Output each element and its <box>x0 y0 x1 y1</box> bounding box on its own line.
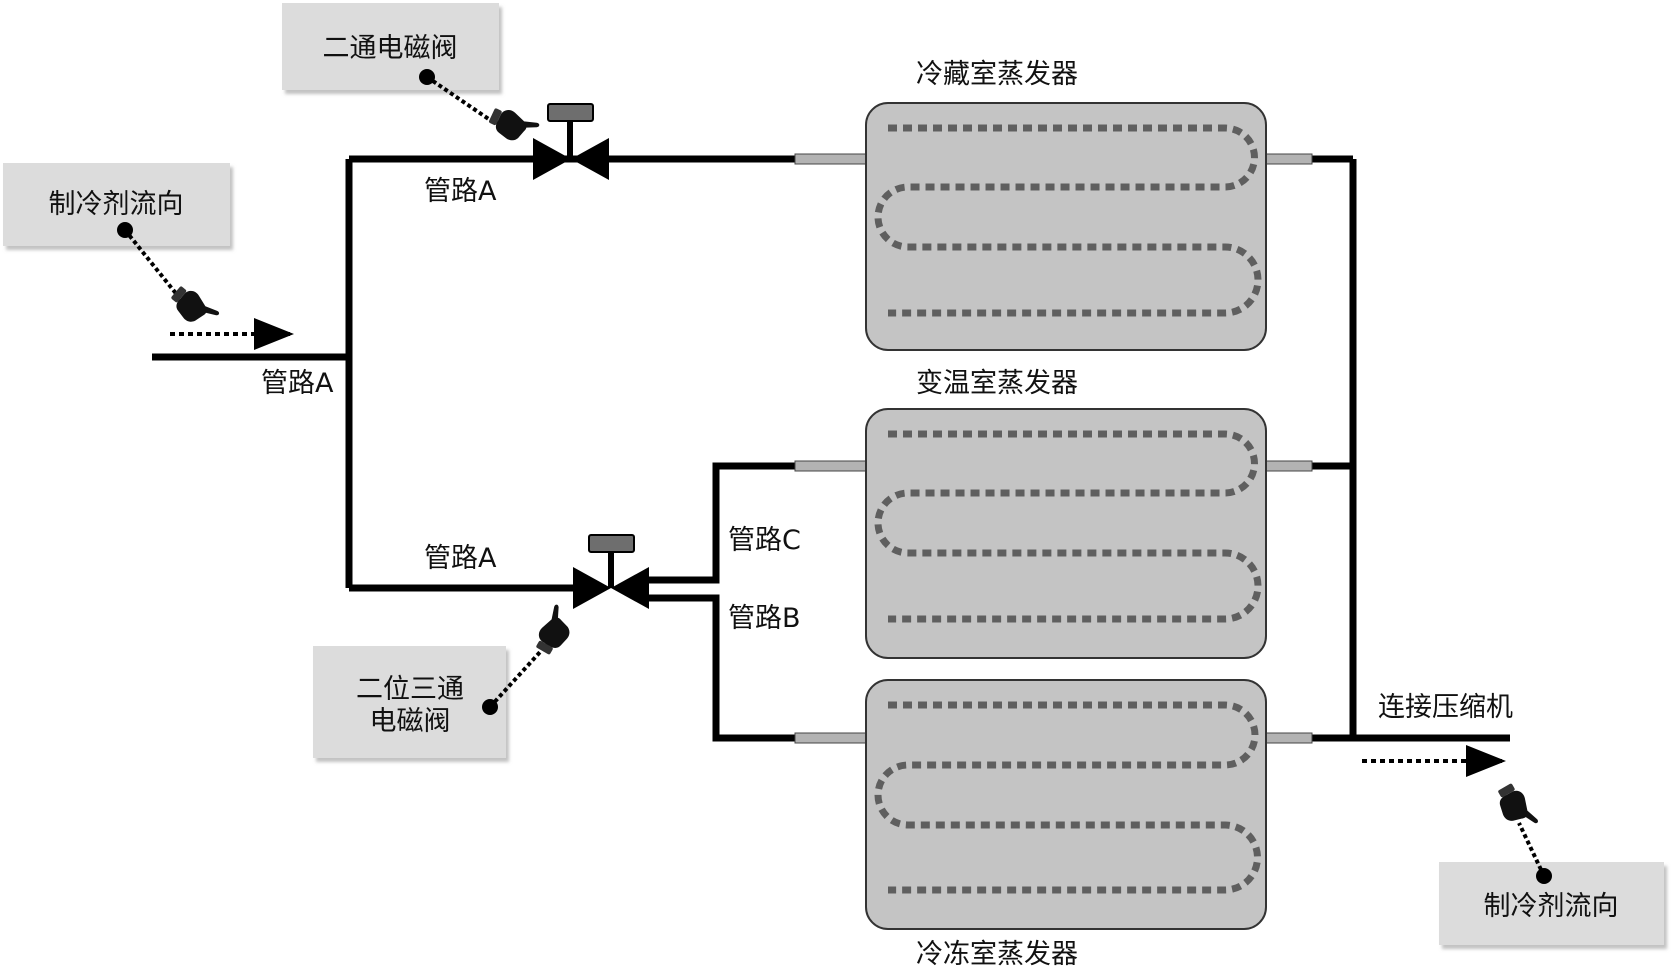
refrigerant-flow-in-label: 制冷剂流向 <box>49 189 184 220</box>
refrigerant-flow-out-label: 制冷剂流向 <box>1484 891 1619 922</box>
coil-freezer <box>874 701 1261 894</box>
pipe-a-lower-label: 管路A <box>424 543 497 574</box>
pipe-b-label: 管路B <box>728 603 801 634</box>
pipe-a-upper-label: 管路A <box>424 176 497 207</box>
evaporator-fridge <box>865 102 1267 351</box>
note-box-refrigerant-in: 制冷剂流向 <box>3 163 230 246</box>
evaporator-freezer <box>865 679 1267 930</box>
pointer-lines <box>123 75 1546 877</box>
pointing-hand-icon <box>531 603 580 659</box>
coil-variable <box>874 430 1262 623</box>
fridge-evaporator-label: 冷藏室蒸发器 <box>916 59 1078 90</box>
note-box-three-way-valve: 二位三通 电磁阀 <box>313 646 506 758</box>
note-box-two-way-valve: 二通电磁阀 <box>282 3 499 90</box>
three-way-valve-icon <box>573 534 649 609</box>
pointing-hand-icon <box>485 103 541 149</box>
three-way-valve-label-line2: 电磁阀 <box>370 706 451 737</box>
variable-evaporator-label: 变温室蒸发器 <box>916 368 1078 399</box>
pipe-c-label: 管路C <box>728 525 801 556</box>
three-way-valve-label-line1: 二位三通 <box>356 674 464 705</box>
to-compressor-label: 连接压缩机 <box>1378 692 1513 723</box>
solenoid-valve-icon <box>533 103 609 180</box>
two-way-valve-label: 二通电磁阀 <box>323 33 458 64</box>
coil-fridge <box>874 124 1262 317</box>
pipe-a-inlet-label: 管路A <box>261 368 334 399</box>
pointing-hand-icon <box>1491 780 1540 836</box>
pointer-dots <box>117 69 1552 884</box>
freezer-evaporator-label: 冷冻室蒸发器 <box>916 939 1078 968</box>
evaporator-variable <box>865 408 1267 659</box>
